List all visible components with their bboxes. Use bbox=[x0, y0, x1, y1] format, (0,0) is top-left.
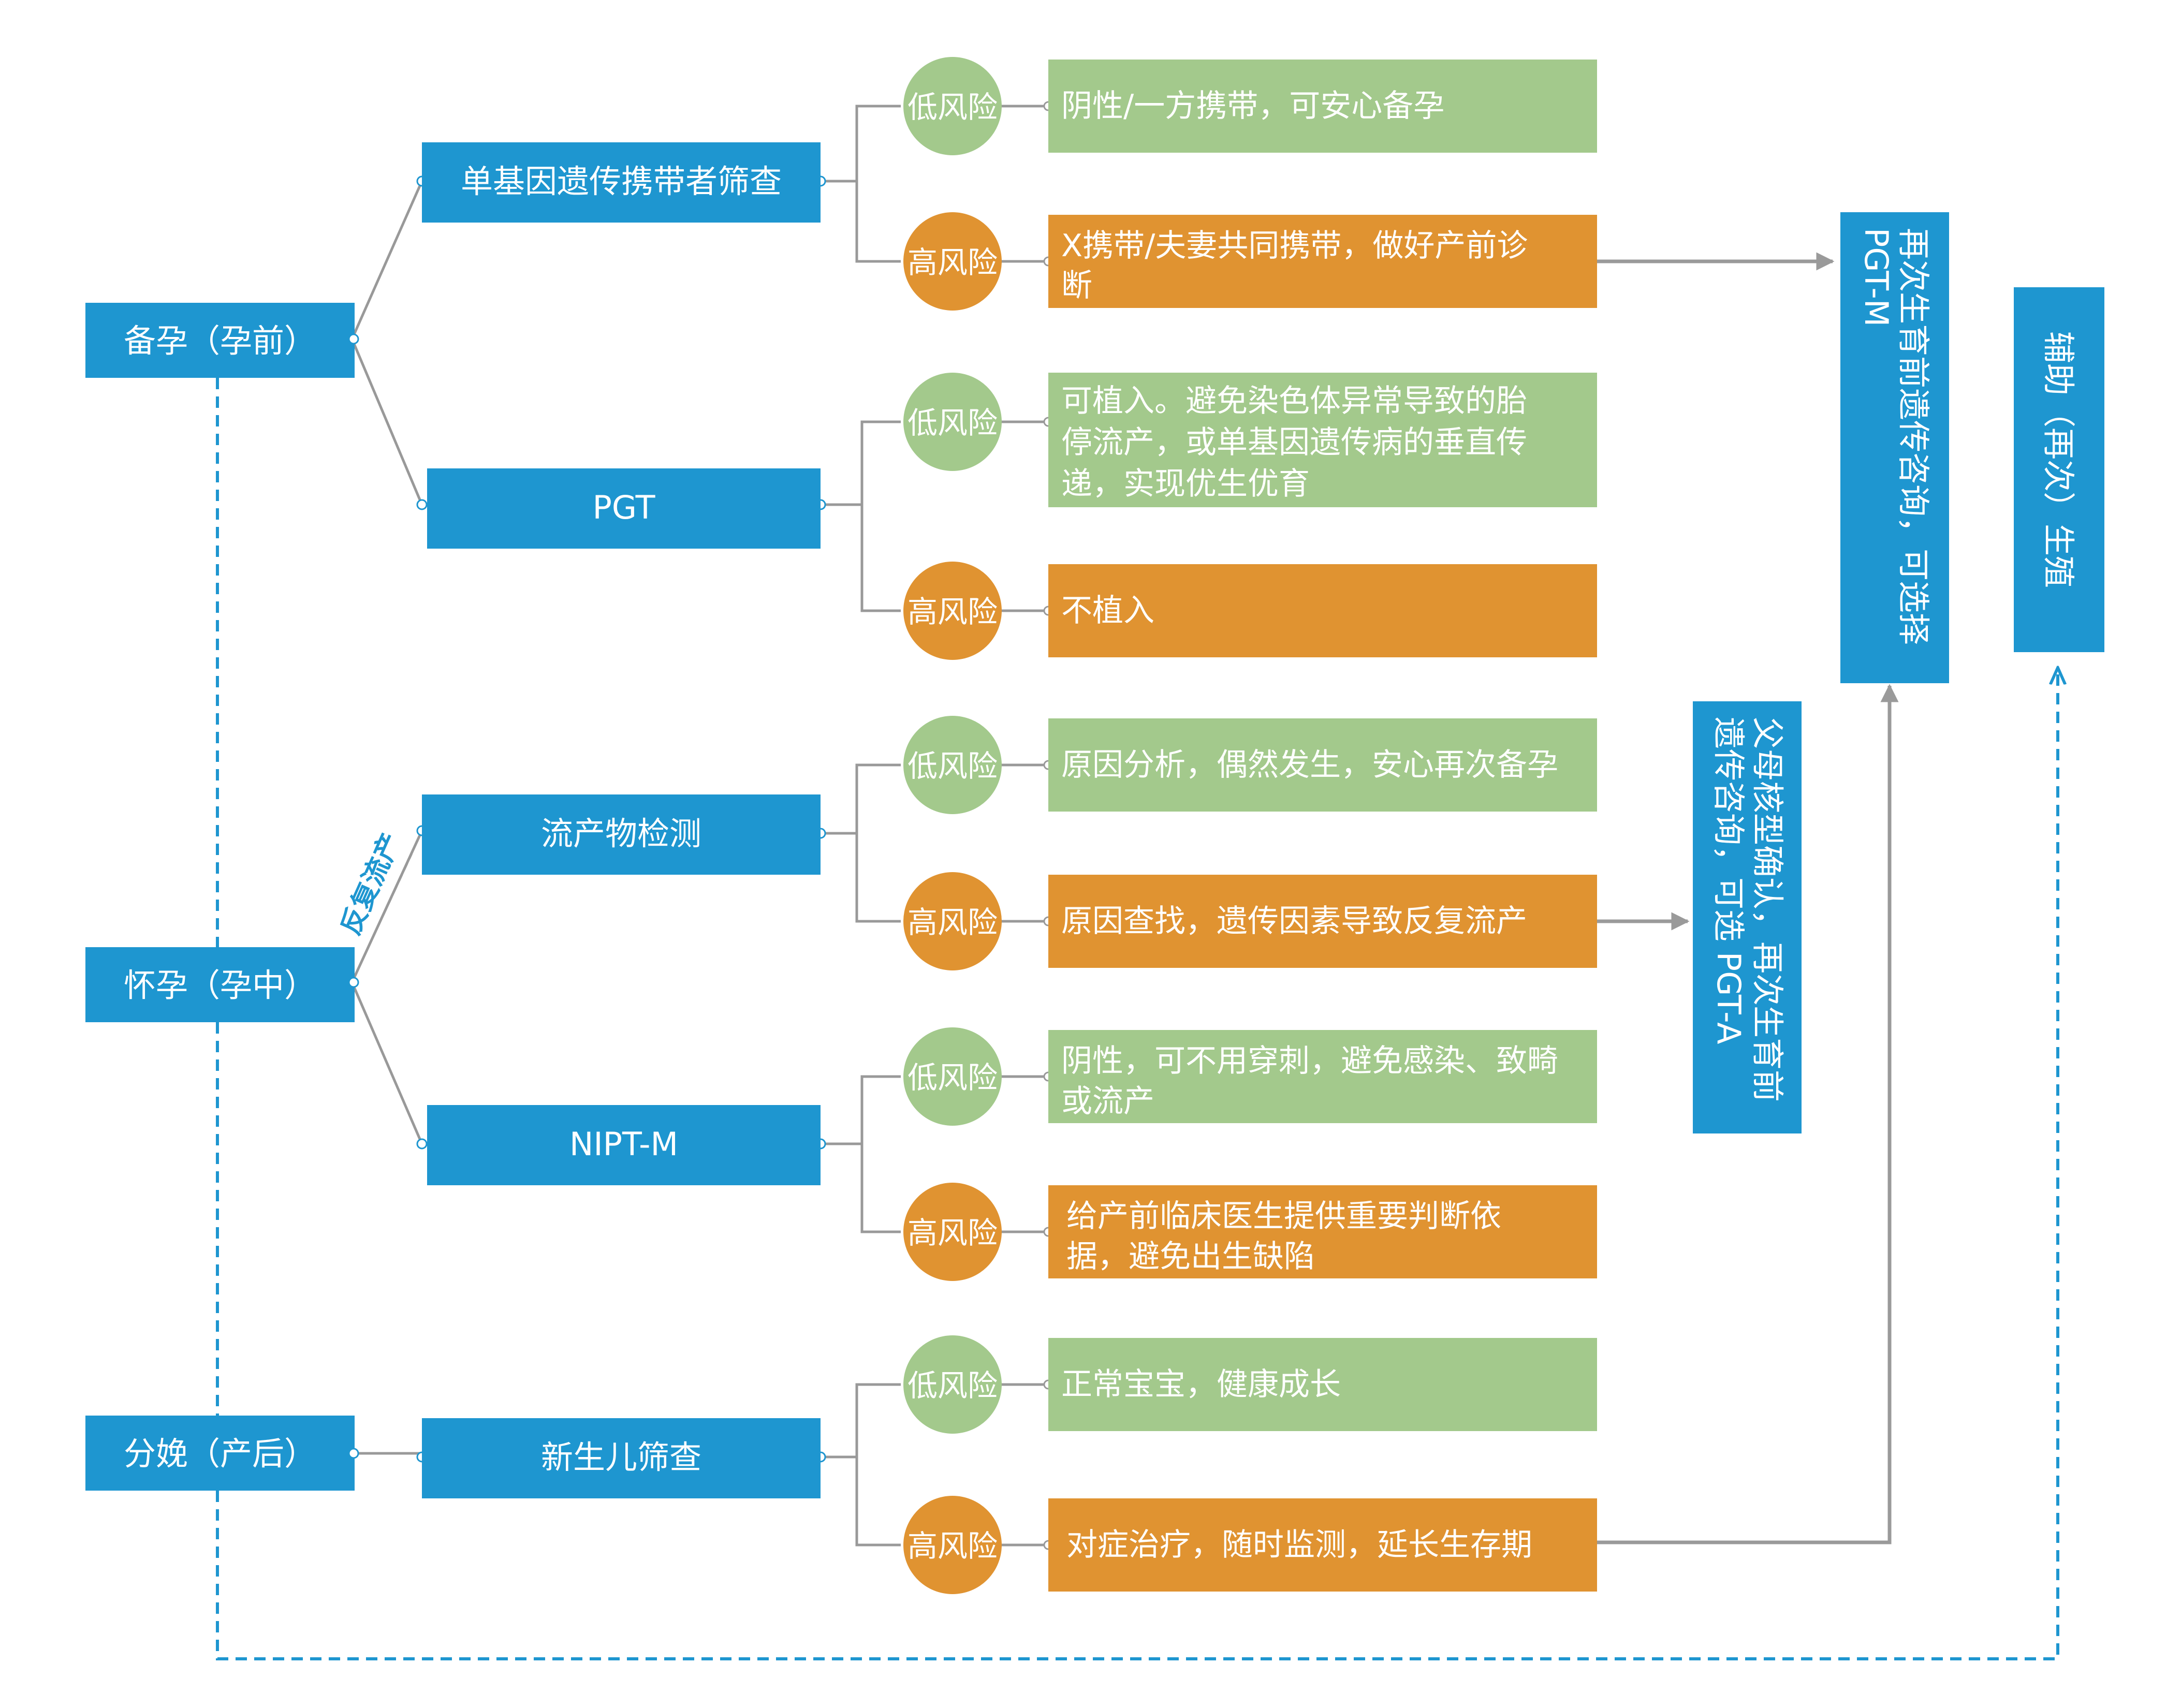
outcome-newborn-low-text: 正常宝宝，健康成长 bbox=[1061, 1366, 1341, 1403]
stage-delivery-label: 分娩（产后） bbox=[124, 1435, 316, 1473]
risk-low-label: 低风险 bbox=[907, 1060, 998, 1095]
outcome-carrier-high-line1: X携带/夫妻共同携带，做好产前诊 bbox=[1061, 228, 1528, 264]
risk-circle-carrier-low: 低风险 bbox=[903, 57, 1002, 155]
outcome-pgt-low-line2: 停流产，或单基因遗传病的垂直传 bbox=[1061, 424, 1527, 461]
side-box-pgt-m: 再次生育前遗传咨询，可选择 PGT-M bbox=[1840, 212, 1949, 683]
risk-low-label: 低风险 bbox=[907, 1368, 998, 1403]
outcome-pgt-high-text: 不植入 bbox=[1061, 593, 1154, 629]
risk-low-label: 低风险 bbox=[907, 90, 998, 125]
outcome-carrier-high-line2: 断 bbox=[1061, 268, 1092, 304]
outcome-nipt-high-line2: 据，避免出生缺陷 bbox=[1066, 1239, 1315, 1275]
timeline-dashed-line bbox=[216, 378, 2058, 1660]
side-box-pgt-a-line2: 遗传咨询，可选 PGT-A bbox=[1710, 717, 1748, 1044]
outcome-newborn-high-text: 对症治疗，随时监测，延长生存期 bbox=[1066, 1527, 1532, 1563]
risk-circle-loss-low: 低风险 bbox=[903, 716, 1002, 814]
outcome-loss-high-box: 原因查找，遗传因素导致反复流产 bbox=[1048, 875, 1597, 968]
referral-arrows bbox=[1597, 252, 1899, 1544]
risk-circle-nipt-low: 低风险 bbox=[903, 1027, 1002, 1126]
risk-circle-carrier-high: 高风险 bbox=[903, 212, 1002, 311]
risk-outcome-connectors bbox=[999, 105, 1048, 1547]
risk-high-label: 高风险 bbox=[907, 245, 998, 280]
outcome-carrier-low-text: 阴性/一方携带，可安心备孕 bbox=[1061, 88, 1444, 124]
stage-delivery-box: 分娩（产后） bbox=[85, 1416, 355, 1491]
risk-high-label: 高风险 bbox=[907, 1528, 998, 1564]
risk-circle-nipt-high: 高风险 bbox=[903, 1183, 1002, 1281]
side-box-assisted-reproduction: 辅助（再次）生殖 bbox=[2014, 287, 2104, 652]
side-box-pgt-m-line2: PGT-M bbox=[1857, 228, 1895, 327]
test-pgt-box: PGT bbox=[427, 468, 821, 549]
outcome-newborn-high-box: 对症治疗，随时监测，延长生存期 bbox=[1048, 1498, 1597, 1592]
stage-pregnancy-box: 怀孕（孕中） bbox=[85, 947, 355, 1022]
outcome-carrier-high-box: X携带/夫妻共同携带，做好产前诊 断 bbox=[1048, 215, 1597, 308]
outcome-pgt-high-box: 不植入 bbox=[1048, 564, 1597, 657]
risk-circle-newborn-low: 低风险 bbox=[903, 1335, 1002, 1434]
outcome-nipt-low-line1: 阴性，可不用穿刺，避免感染、致畸 bbox=[1061, 1043, 1558, 1079]
outcome-nipt-low-box: 阴性，可不用穿刺，避免感染、致畸 或流产 bbox=[1048, 1030, 1597, 1123]
stage-prepregnancy-box: 备孕（孕前） bbox=[85, 303, 355, 378]
test-risk-connectors bbox=[821, 105, 901, 1547]
test-pgt-label: PGT bbox=[592, 489, 655, 526]
test-carrier-screening-box: 单基因遗传携带者筛查 bbox=[422, 142, 821, 223]
risk-circle-pgt-low: 低风险 bbox=[903, 373, 1002, 471]
recurrent-loss-dashed-link bbox=[361, 853, 413, 961]
risk-low-label: 低风险 bbox=[907, 748, 998, 784]
outcome-connector-dots bbox=[1043, 101, 1053, 1550]
test-carrier-screening-label: 单基因遗传携带者筛查 bbox=[461, 163, 782, 200]
outcome-loss-low-text: 原因分析，偶然发生，安心再次备孕 bbox=[1061, 747, 1558, 783]
test-newborn-screening-label: 新生儿筛查 bbox=[541, 1438, 701, 1476]
outcome-nipt-low-line2: 或流产 bbox=[1061, 1083, 1154, 1120]
stage-test-connectors bbox=[350, 180, 423, 1455]
risk-circle-newborn-high: 高风险 bbox=[903, 1496, 1002, 1594]
test-pregnancy-loss-box: 流产物检测 bbox=[422, 794, 821, 875]
outcome-pgt-low-line3: 递，实现优生优育 bbox=[1061, 466, 1310, 502]
risk-high-label: 高风险 bbox=[907, 594, 998, 629]
test-nipt-m-label: NIPT-M bbox=[569, 1125, 678, 1163]
risk-low-label: 低风险 bbox=[907, 405, 998, 440]
side-box-pgt-a-line1: 父母核型确认，再次生育前 bbox=[1749, 717, 1787, 1102]
risk-high-label: 高风险 bbox=[907, 1215, 998, 1250]
outcome-carrier-low-box: 阴性/一方携带，可安心备孕 bbox=[1048, 60, 1597, 153]
test-newborn-screening-box: 新生儿筛查 bbox=[422, 1418, 821, 1498]
stage-prepregnancy-label: 备孕（孕前） bbox=[124, 322, 316, 360]
side-box-pgt-m-line1: 再次生育前遗传咨询，可选择 bbox=[1895, 228, 1933, 645]
outcome-pgt-low-box: 可植入。避免染色体异常导致的胎 停流产，或单基因遗传病的垂直传 递，实现优生优育 bbox=[1048, 373, 1597, 507]
outcome-newborn-low-box: 正常宝宝，健康成长 bbox=[1048, 1338, 1597, 1431]
risk-circle-pgt-high: 高风险 bbox=[903, 562, 1002, 660]
test-nipt-m-box: NIPT-M bbox=[427, 1105, 821, 1185]
risk-high-label: 高风险 bbox=[907, 905, 998, 940]
risk-circle-loss-high: 高风险 bbox=[903, 872, 1002, 970]
outcome-pgt-low-line1: 可植入。避免染色体异常导致的胎 bbox=[1061, 383, 1527, 419]
outcome-loss-low-box: 原因分析，偶然发生，安心再次备孕 bbox=[1048, 718, 1597, 812]
stage-pregnancy-label: 怀孕（孕中） bbox=[124, 966, 316, 1004]
outcome-loss-high-text: 原因查找，遗传因素导致反复流产 bbox=[1061, 903, 1527, 939]
outcome-nipt-high-line1: 给产前临床医生提供重要判断依 bbox=[1066, 1198, 1501, 1234]
side-box-assisted-label: 辅助（再次）生殖 bbox=[2040, 331, 2077, 588]
outcome-nipt-high-box: 给产前临床医生提供重要判断依 据，避免出生缺陷 bbox=[1048, 1185, 1597, 1278]
side-box-pgt-a: 父母核型确认，再次生育前 遗传咨询，可选 PGT-A bbox=[1693, 701, 1802, 1133]
test-pregnancy-loss-label: 流产物检测 bbox=[541, 815, 701, 852]
